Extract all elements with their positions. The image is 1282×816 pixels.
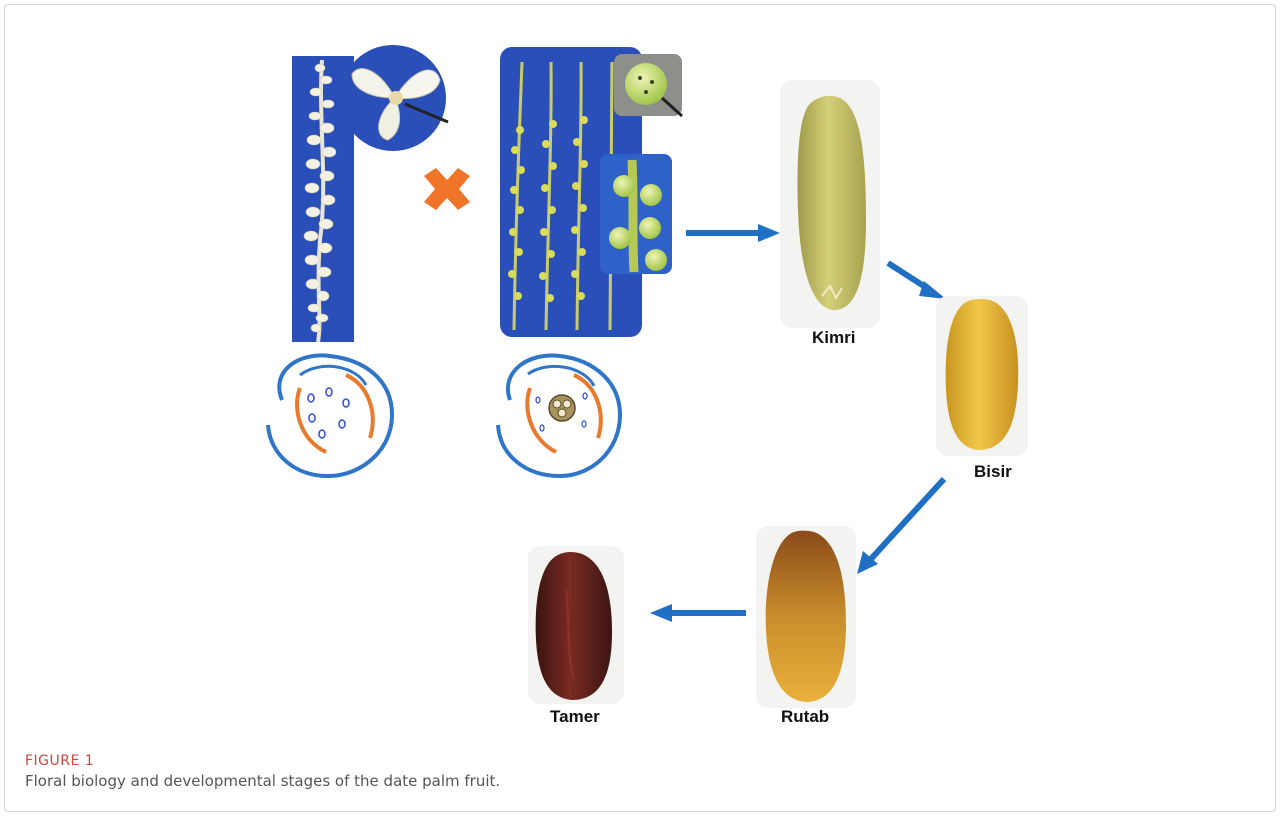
date-palm-figure <box>0 0 1282 740</box>
arrow-to-kimri <box>686 224 780 242</box>
tamer-label: Tamer <box>550 707 600 727</box>
arrow-to-bisir <box>888 263 946 299</box>
female-flower-closeup <box>614 54 682 116</box>
male-floral-diagram <box>268 355 392 476</box>
rutab-label: Rutab <box>781 707 829 727</box>
bisir-fruit-photo <box>936 296 1028 456</box>
figure-caption: Floral biology and developmental stages … <box>25 772 500 790</box>
kimri-fruit-photo <box>780 80 880 328</box>
arrow-to-rutab <box>857 479 944 574</box>
fruit-set-closeup <box>600 154 672 274</box>
female-floral-diagram <box>498 355 620 476</box>
male-flower-closeup <box>340 45 448 151</box>
cross-pollination-icon <box>424 168 470 210</box>
kimri-label: Kimri <box>812 328 855 348</box>
figure-label: FIGURE 1 <box>25 753 94 769</box>
arrow-to-tamer <box>650 604 746 622</box>
tamer-fruit-photo <box>528 546 624 704</box>
bisir-label: Bisir <box>974 462 1012 482</box>
rutab-fruit-photo <box>756 526 856 708</box>
